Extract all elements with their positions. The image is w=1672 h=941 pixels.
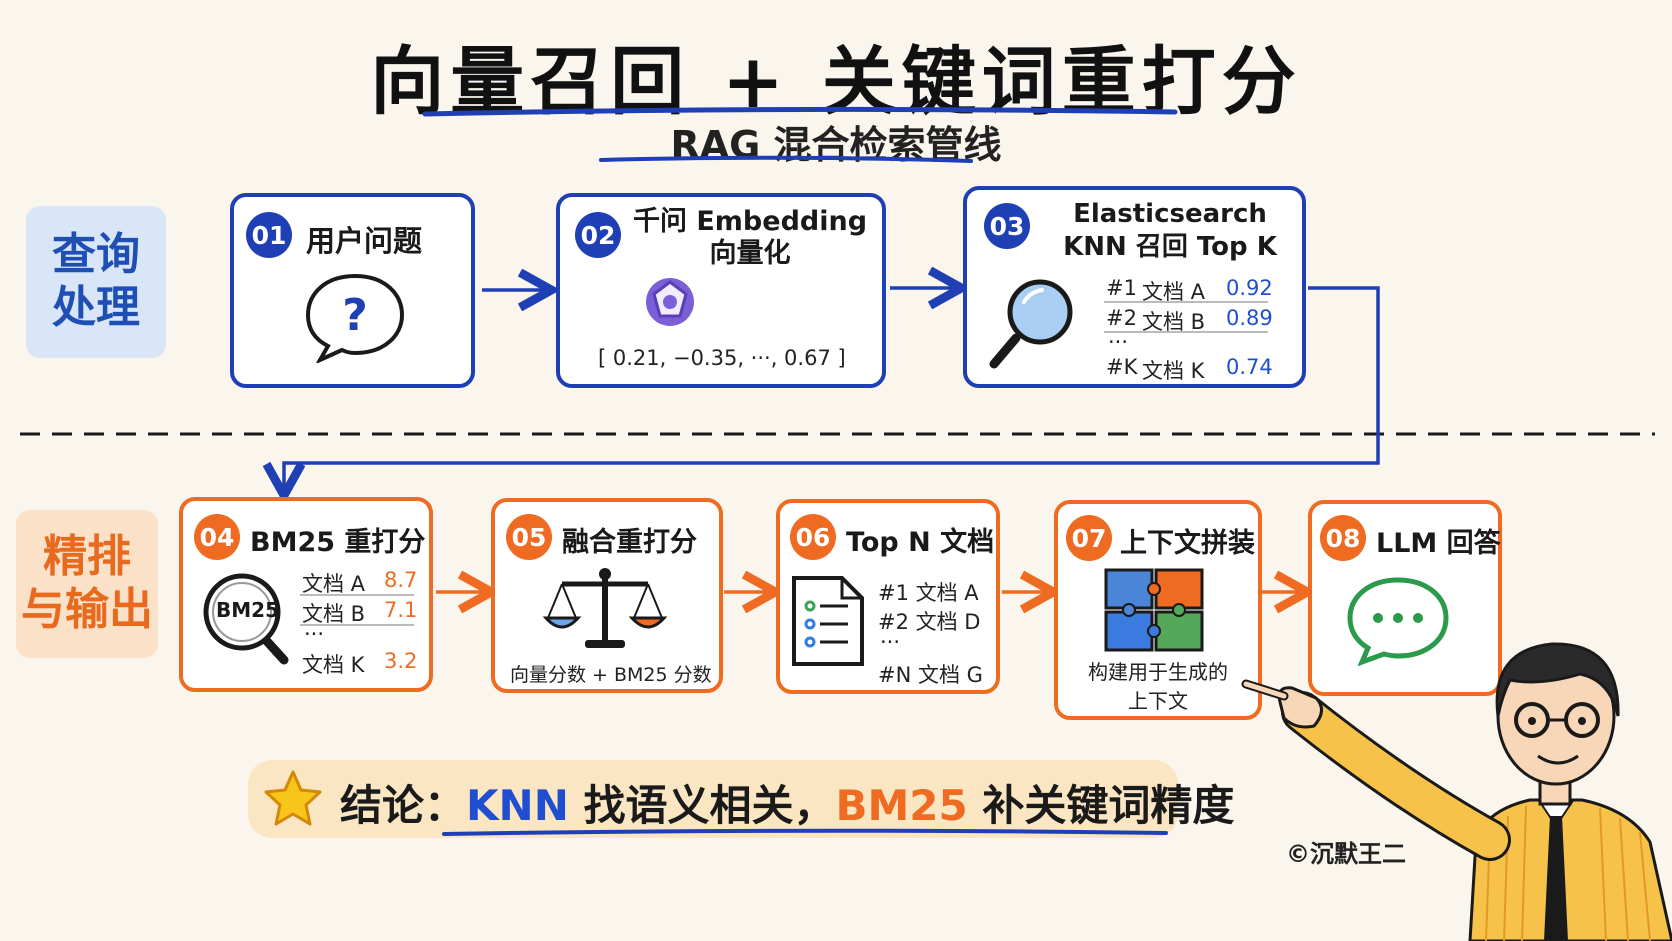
step-title-01: 用户问题: [306, 224, 423, 258]
conclusion-mid: 找语义相关，: [568, 781, 836, 830]
conclusion-prefix: 结论：: [340, 781, 467, 830]
knn-doc: 文档 B: [1142, 310, 1206, 334]
knn-score: 0.89: [1226, 306, 1273, 330]
bm25-ellipsis: ···: [304, 622, 325, 646]
bm25-doc: 文档 K: [302, 653, 365, 677]
row-divider: [300, 624, 414, 626]
svg-text:?: ?: [342, 290, 368, 341]
context-caption: 构建用于生成的 上下文: [1088, 660, 1228, 713]
topn-row: #1 文档 A: [878, 581, 979, 605]
step-badge-04: 04: [194, 514, 240, 560]
embedding-vector: [ 0.21, −0.35, ···, 0.67 ]: [598, 346, 846, 370]
conclusion-knn: KNN: [466, 781, 569, 830]
puzzle-icon: [1104, 568, 1204, 652]
topn-row: #N 文档 G: [878, 663, 983, 687]
section-label-query: 查询 处理: [26, 206, 166, 358]
row-divider: [1104, 331, 1268, 333]
step-badge-06: 06: [790, 514, 836, 560]
document-list-icon: [792, 576, 864, 666]
conclusion-underline: [442, 828, 1168, 836]
step-badge-02: 02: [575, 212, 621, 258]
conclusion-bm25: BM25: [835, 781, 968, 830]
step-title-07: 上下文拼装: [1120, 528, 1255, 559]
step-title-04: BM25 重打分: [250, 527, 426, 558]
presenter-illustration: [1241, 642, 1672, 941]
arrow-03-04: [284, 286, 1380, 492]
balance-scale-icon: [542, 568, 668, 648]
step-badge-08: 08: [1320, 515, 1366, 561]
step-title-08: LLM 回答: [1376, 528, 1501, 559]
bm25-score: 8.7: [384, 568, 418, 592]
bm25-score: 3.2: [384, 649, 418, 673]
knn-score: 0.74: [1226, 355, 1273, 379]
topn-row: #2 文档 D: [878, 610, 981, 634]
knn-ellipsis: ···: [1108, 330, 1129, 354]
conclusion-suffix: 补关键词精度: [967, 781, 1235, 830]
knn-doc: 文档 A: [1142, 280, 1206, 304]
question-bubble-icon: ?: [305, 273, 405, 363]
step-badge-05: 05: [506, 514, 552, 560]
knn-rank: #K: [1106, 355, 1138, 379]
magnifier-icon: [989, 279, 1073, 369]
step-badge-03: 03: [984, 203, 1030, 249]
title-underline: [422, 106, 1178, 117]
chat-bubble-icon: [1347, 577, 1449, 666]
step-title-05: 融合重打分: [562, 527, 697, 558]
step-title-06: Top N 文档: [846, 527, 995, 558]
row-divider: [300, 594, 414, 596]
knn-doc: 文档 K: [1142, 359, 1205, 383]
conclusion-banner: [248, 760, 1178, 838]
fusion-caption: 向量分数 + BM25 分数: [510, 664, 712, 686]
bm25-magnifier-icon: [203, 573, 289, 665]
step-title-03: Elasticsearch KNN 召回 Top K: [1063, 199, 1277, 262]
bm25-doc: 文档 A: [302, 572, 366, 596]
step-badge-07: 07: [1066, 515, 1112, 561]
author-credit: ©沉默王二: [1286, 840, 1406, 868]
knn-rank: #1: [1106, 276, 1137, 300]
conclusion-text: 结论：KNN 找语义相关，BM25 补关键词精度: [340, 772, 1234, 833]
step-title-02: 千问 Embedding 向量化: [632, 206, 868, 270]
topn-ellipsis: ···: [880, 630, 901, 654]
step-badge-01: 01: [246, 212, 292, 258]
section-label-rank: 精排 与输出: [16, 510, 158, 658]
bm25-doc: 文档 B: [302, 602, 366, 626]
section-divider: [20, 432, 1655, 436]
star-icon: [264, 770, 322, 826]
knn-rank: #2: [1106, 306, 1137, 330]
row-divider: [1104, 301, 1268, 303]
bm25-icon-label: BM25: [216, 598, 279, 622]
subtitle-underline: [599, 155, 973, 163]
knn-score: 0.92: [1226, 276, 1273, 300]
bm25-score: 7.1: [384, 598, 418, 622]
embedding-model-icon: [646, 278, 694, 326]
